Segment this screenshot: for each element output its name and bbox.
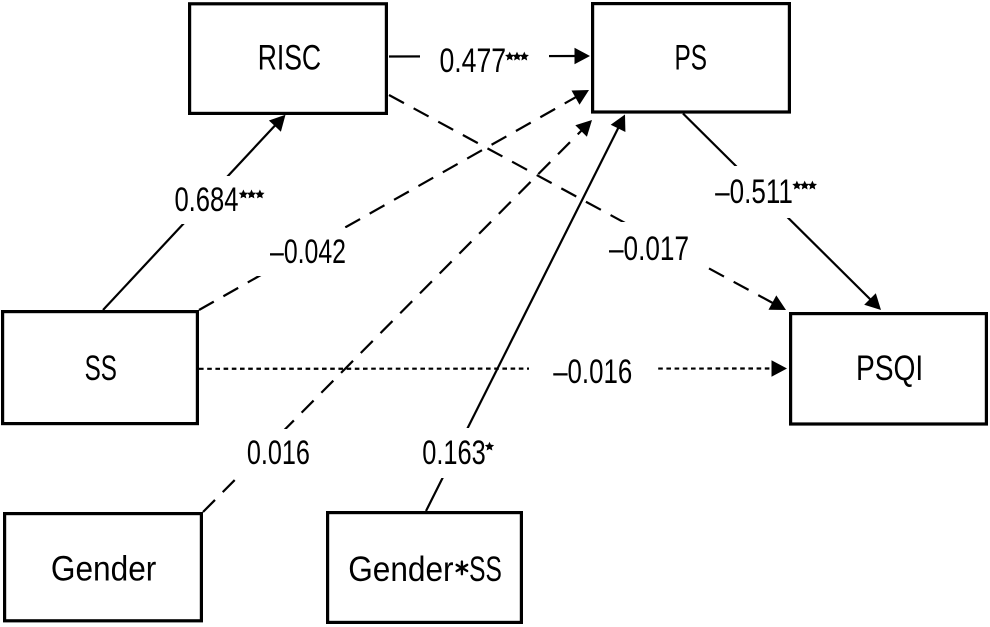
svg-text:Gender: Gender bbox=[51, 550, 157, 589]
svg-text:0.684: 0.684 bbox=[174, 181, 238, 219]
svg-text:Gender: Gender bbox=[348, 550, 454, 589]
svg-text:0.477: 0.477 bbox=[439, 42, 506, 80]
svg-text:–0.016: –0.016 bbox=[553, 353, 632, 391]
svg-text:–0.017: –0.017 bbox=[609, 230, 689, 268]
svg-text:–0.511: –0.511 bbox=[715, 173, 793, 211]
svg-text:PS: PS bbox=[675, 39, 708, 78]
svg-text:RISC: RISC bbox=[258, 39, 321, 78]
svg-text:SS: SS bbox=[85, 349, 117, 388]
svg-text:–0.042: –0.042 bbox=[270, 233, 346, 271]
svg-text:PSQI: PSQI bbox=[856, 349, 923, 388]
svg-text:0.016: 0.016 bbox=[247, 434, 310, 472]
svg-text:0.163: 0.163 bbox=[422, 434, 486, 472]
svg-text:SS: SS bbox=[469, 550, 502, 589]
